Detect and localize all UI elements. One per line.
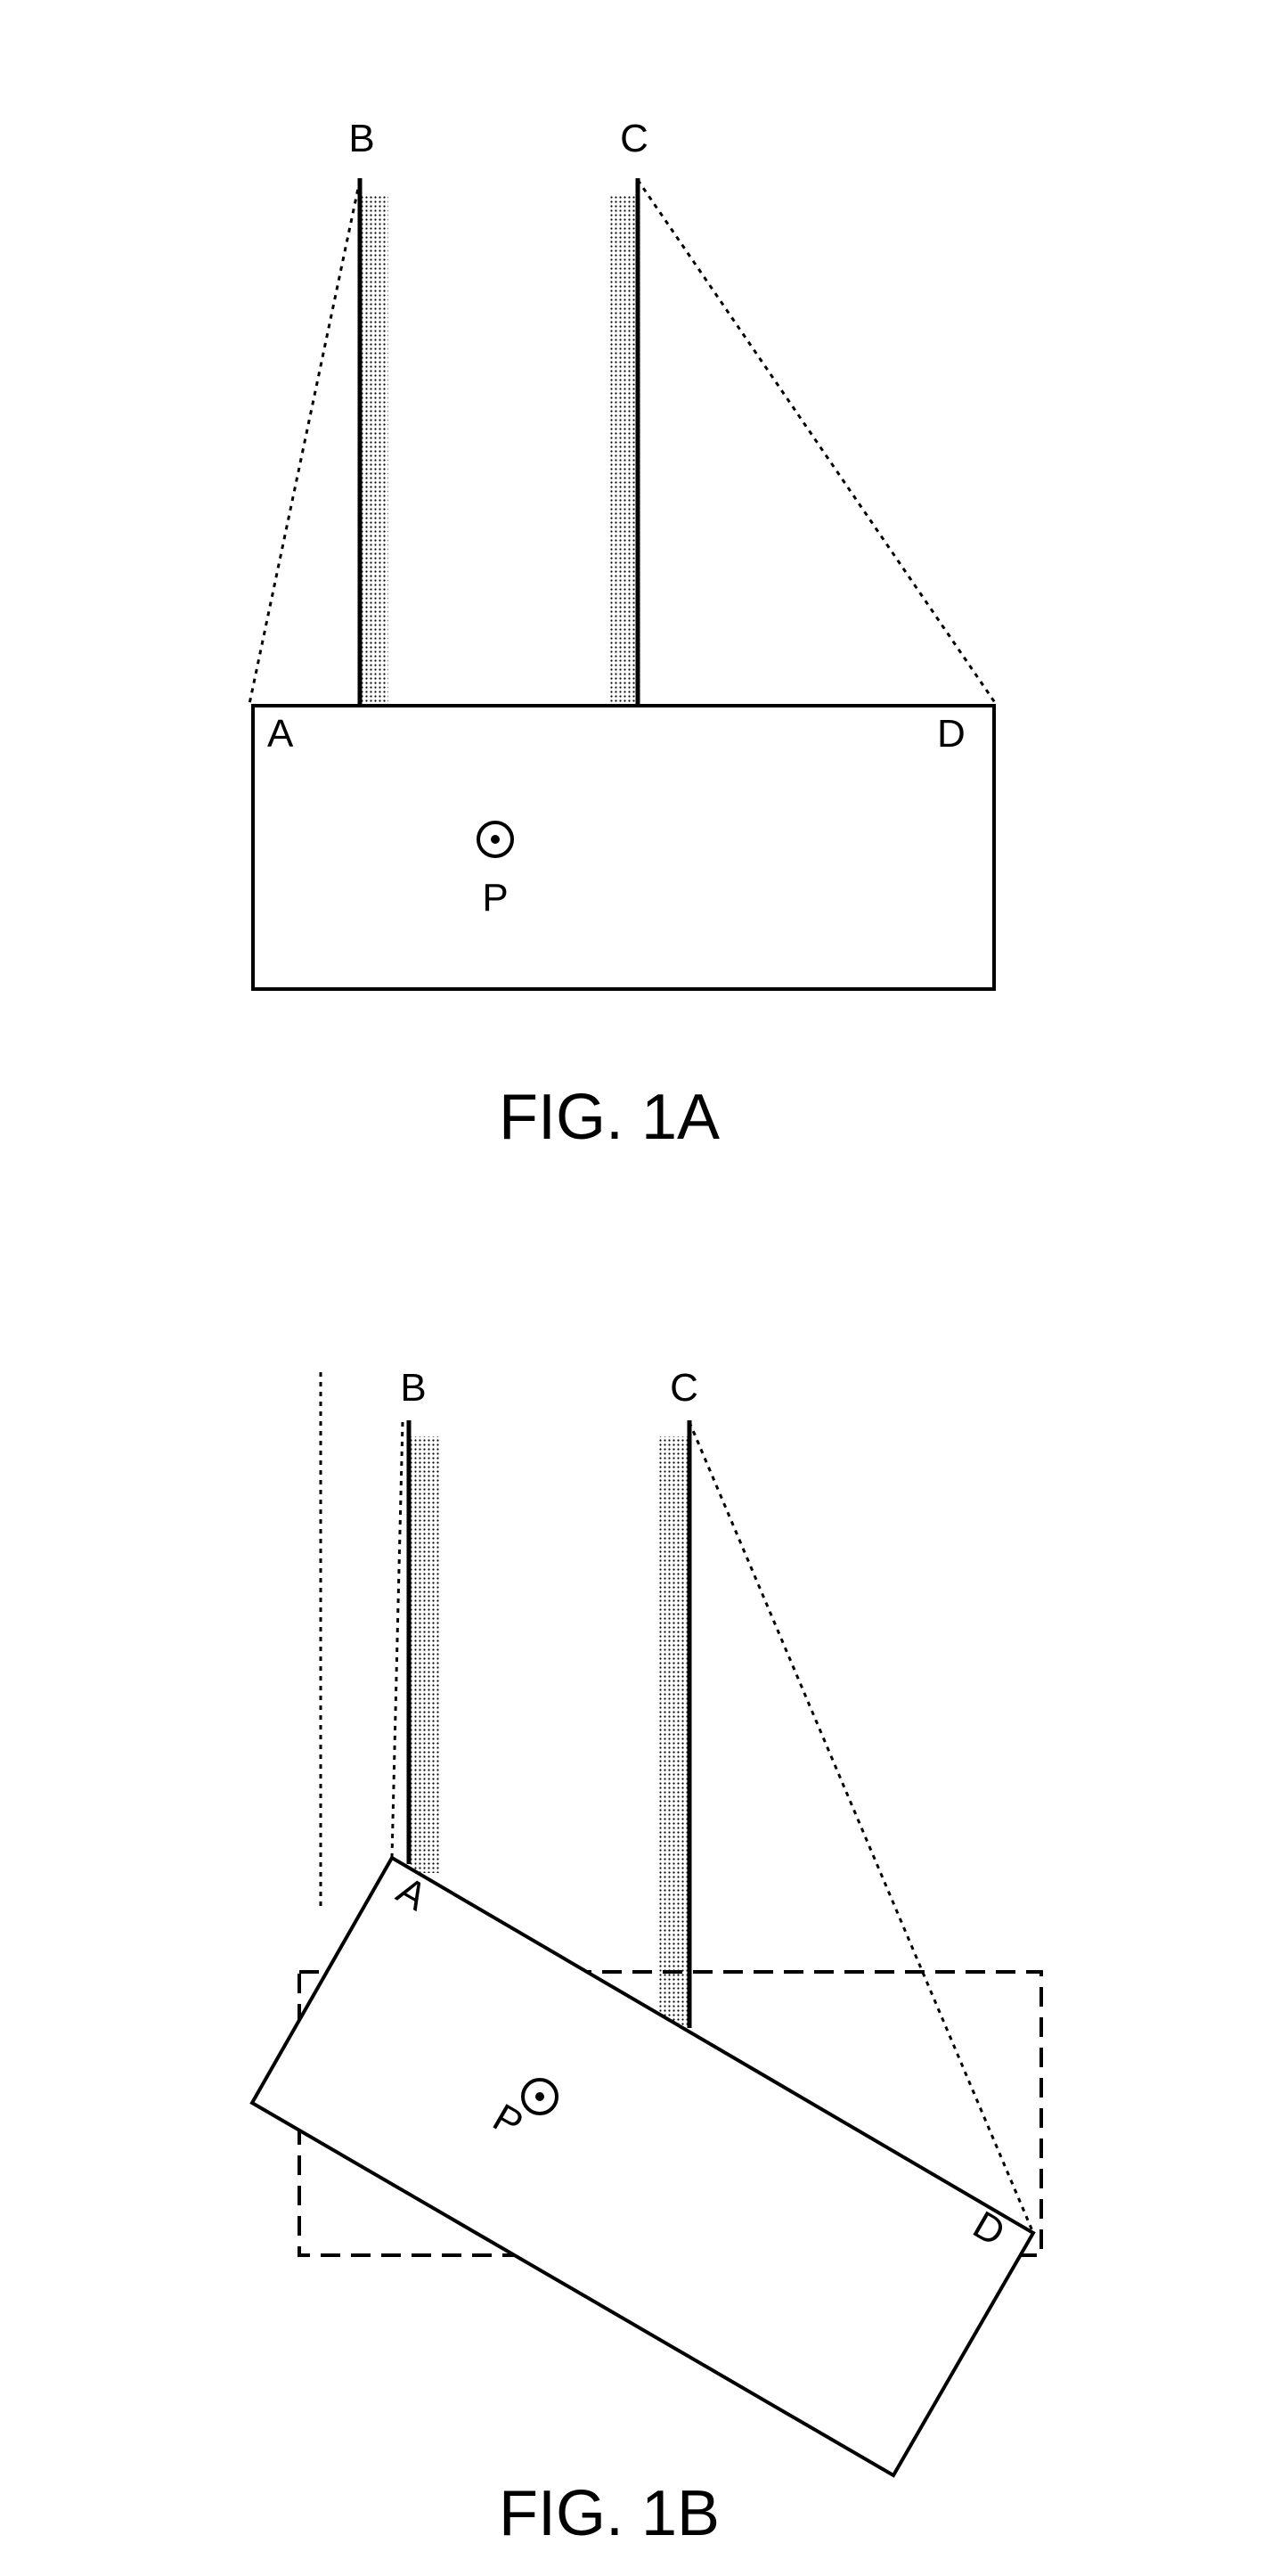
- cable-b-shading: [411, 1436, 441, 1873]
- figure-1b: B C A D P FIG. 1B: [252, 1366, 1041, 2549]
- rotated-panel: [252, 1858, 1033, 2475]
- figure-1a: B C A D P FIG. 1A: [249, 117, 996, 1153]
- label-p: P: [482, 876, 508, 920]
- figure-caption: FIG. 1B: [499, 2478, 720, 2549]
- projection-line-cd: [638, 180, 996, 704]
- label-b: B: [400, 1366, 426, 1410]
- pivot-point-p: [478, 822, 512, 856]
- label-c: C: [620, 117, 648, 160]
- label-b: B: [348, 117, 374, 160]
- cable-c-shading: [609, 194, 636, 704]
- label-a: A: [267, 712, 294, 756]
- label-d: D: [937, 712, 966, 756]
- projection-line-ab: [249, 180, 360, 704]
- cable-c-shading: [659, 1436, 688, 2027]
- panel: [253, 706, 994, 989]
- cable-b-offset-line: [392, 1422, 403, 1858]
- figure-caption: FIG. 1A: [499, 1082, 720, 1153]
- cable-b-shading: [362, 194, 388, 704]
- label-c: C: [670, 1366, 698, 1410]
